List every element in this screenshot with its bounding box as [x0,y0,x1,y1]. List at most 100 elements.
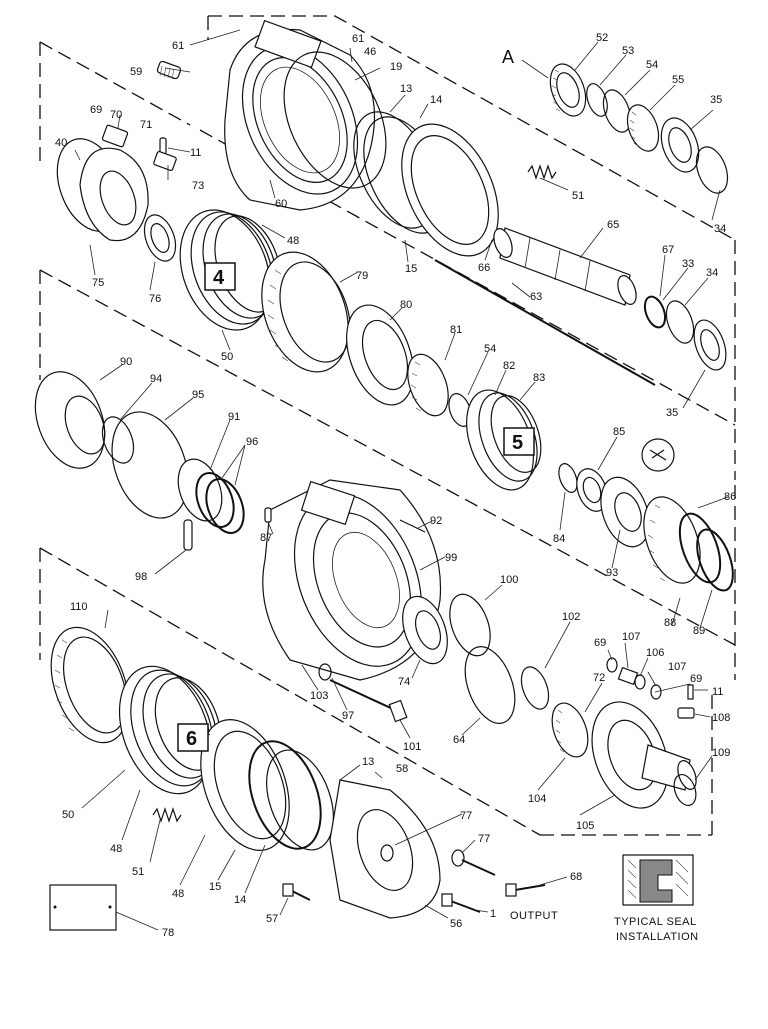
seal-caption-line2: INSTALLATION [616,931,699,943]
group-box-5 [503,427,535,456]
piston-13-14 [353,111,499,257]
washer-85 [576,468,608,512]
spring-51-bottom [152,807,182,823]
callout-68: 68 [570,871,582,883]
callout-15b: 15 [209,881,221,893]
housing-60 [224,19,376,211]
leader-lines [74,29,729,931]
callout-35b: 35 [666,407,678,419]
callout-11: 11 [190,147,201,159]
bolts-77 [451,849,496,876]
bolt-1 [441,893,481,913]
callout-110: 110 [70,601,88,613]
gear-81 [407,353,449,417]
disc-80 [346,304,414,406]
callout-35: 35 [710,94,722,106]
callout-69b: 69 [594,637,606,649]
callout-101: 74 [398,676,410,688]
callout-89: 89 [693,625,705,637]
ring-84 [558,463,578,493]
callout-83: 83 [533,372,545,384]
callout-100: 99 [445,552,457,564]
callout-66: 66 [478,262,490,274]
callout-48c: 48 [172,888,184,900]
ring-109 [673,773,697,807]
callout-65: 65 [607,219,619,231]
callout-14b: 14 [234,894,246,906]
pin-11-bottom [687,684,694,700]
callout-54b: 54 [484,343,496,355]
callout-87: 86 [724,491,736,503]
bolt-64 [329,679,408,723]
callout-48: 48 [287,235,299,247]
rings-88-89 [678,512,734,592]
callout-64: 101 [403,741,421,753]
callout-99: 92 [430,515,442,527]
ring-gear-79 [261,251,351,373]
callout-78: 78 [162,927,174,939]
callout-80: 80 [400,299,412,311]
ring-103 [520,666,550,710]
callout-98: 87 [260,532,272,544]
bolt-57 [282,883,311,901]
callout-84: 84 [553,533,565,545]
callout-76: 76 [149,293,161,305]
gear-52 [549,63,587,117]
gear-104 [551,702,589,758]
output-flange-105 [591,701,697,809]
callout-69c: 69 [690,673,702,685]
callout-46: 46 [364,46,376,58]
callout-60: 60 [275,198,287,210]
tube-63 [434,259,656,386]
ring-33 [643,295,667,329]
end-cover-56 [329,779,441,919]
callout-52: 52 [596,32,608,44]
callout-1: 1 [490,908,496,920]
callout-58-visible: 58 [396,763,408,775]
callout-82: 82 [503,360,515,372]
seal-ring-19 [283,51,387,189]
callout-70: 70 [110,109,122,121]
callout-88: 88 [664,617,676,629]
callout-90: 90 [120,356,132,368]
plate-78 [49,884,117,931]
pin-59 [156,60,182,80]
shaft-65 [493,227,637,306]
ring-34-top [695,146,729,194]
callout-73: 73 [192,180,204,192]
group-label-5: 5 [512,432,523,454]
typical-seal-icon [622,854,694,906]
callout-69: 69 [90,104,102,116]
callout-34b: 34 [706,267,718,279]
ring-93 [464,646,516,724]
callout-91: 91 [228,411,240,423]
group-label-4: 4 [213,267,225,289]
valve-107-106 [606,657,662,700]
callout-105: 105 [576,820,594,832]
callout-14: 14 [430,94,442,106]
callout-96: 96 [246,436,258,448]
callout-81: 81 [450,324,462,336]
callout-92: 98 [135,571,147,583]
ring-95 [111,411,189,519]
callout-71: 71 [140,119,152,131]
callout-51b: 51 [132,866,144,878]
ring-102 [449,593,491,657]
bolt-68 [505,883,546,897]
callout-48b: 48 [110,843,122,855]
callout-50: 50 [221,351,233,363]
callout-11b: 11 [712,686,723,698]
valve-70-71 [101,124,177,172]
gear-55 [626,104,660,152]
callout-74: 97 [342,710,354,722]
callout-75: 75 [92,277,104,289]
gear-87 [643,496,701,584]
callout-72: 72 [593,672,605,684]
callout-86: 93 [606,567,618,579]
washer-74 [318,663,332,681]
callout-103: 102 [562,611,580,623]
group-box-4 [204,262,236,291]
callout-63: 63 [530,291,542,303]
pin-99 [399,519,426,533]
clutch-pack-5 [466,389,542,491]
